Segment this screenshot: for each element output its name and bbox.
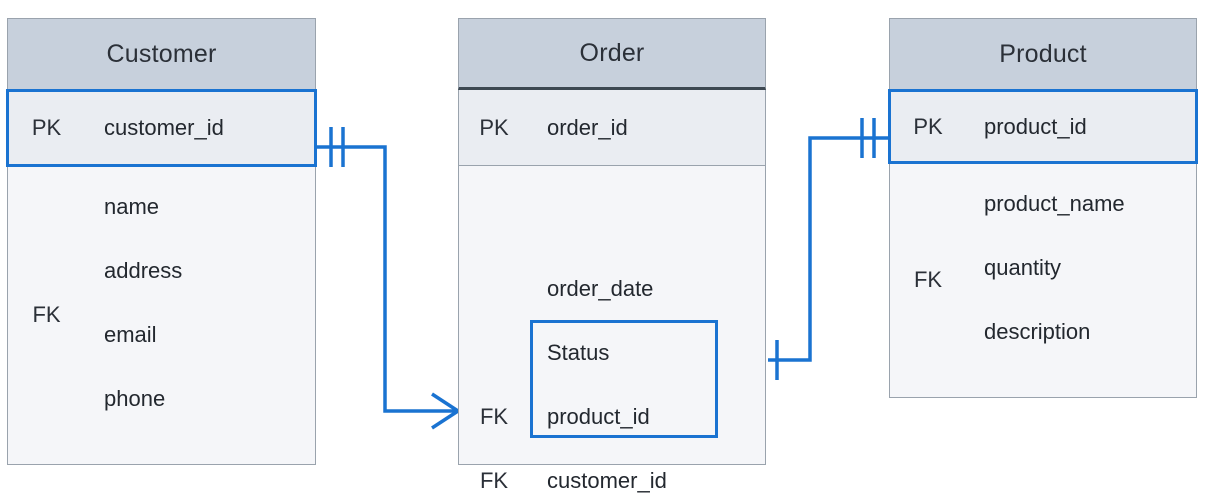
entity-order-attribute-order-date[interactable]: order_date: [547, 276, 654, 301]
entity-order-fk-section: [459, 166, 765, 464]
entity-order-header: Order: [458, 18, 766, 90]
entity-order-body: PK order_id order_date Status FK product…: [458, 90, 766, 493]
entity-product-pk-tag: PK: [913, 113, 943, 139]
entity-order-title: Order: [579, 38, 645, 67]
entity-order-attribute-customer-id[interactable]: customer_id: [547, 468, 667, 493]
entity-customer[interactable]: Customer PK customer_id FK name address …: [6, 18, 317, 465]
entity-customer-attribute-name[interactable]: name: [104, 194, 160, 219]
entity-order-fk-tag-2: FK: [479, 468, 509, 493]
entity-customer-attribute-address[interactable]: address: [104, 258, 183, 283]
entity-customer-attribute-email[interactable]: email: [104, 322, 157, 347]
entity-customer-fk-tag: FK: [32, 302, 61, 327]
entity-order-pk-tag: PK: [479, 115, 509, 140]
entity-product-fk-tag: FK: [913, 267, 943, 292]
entity-product-attribute-quantity[interactable]: quantity: [984, 255, 1062, 280]
relationship-customer-order[interactable]: [316, 127, 459, 430]
entity-customer-pk-tag: PK: [31, 115, 62, 140]
entity-order-fk-tag-1: FK: [479, 404, 509, 429]
entity-customer-fk-section: [8, 166, 315, 464]
entity-product[interactable]: Product PK product_id FK product_name qu…: [888, 18, 1198, 398]
entity-order-attribute-status[interactable]: Status: [547, 340, 610, 365]
entity-product-fk-section: [890, 163, 1196, 397]
entity-product-title: Product: [999, 39, 1087, 68]
entity-product-pk-row[interactable]: [890, 90, 1196, 163]
entity-order[interactable]: Order PK order_id order_date Status FK p…: [458, 18, 766, 493]
entity-product-body: PK product_id FK product_name quantity d…: [889, 90, 1197, 398]
entity-customer-header: Customer: [7, 18, 316, 90]
entity-product-pk-attribute[interactable]: product_id: [984, 113, 1087, 139]
relationship-product-order[interactable]: [768, 118, 889, 380]
entity-customer-body: PK customer_id FK name address email pho…: [7, 90, 316, 465]
crows-foot-many: [431, 392, 459, 430]
entity-customer-title: Customer: [106, 39, 217, 68]
entity-order-attribute-product-id[interactable]: product_id: [547, 404, 650, 429]
relationship-connectors: [316, 118, 889, 430]
entity-order-pk-attribute[interactable]: order_id: [547, 115, 628, 140]
entity-customer-attribute-phone[interactable]: phone: [104, 386, 166, 411]
entity-product-attribute-product-name[interactable]: product_name: [984, 191, 1125, 216]
entity-order-pk-row[interactable]: [459, 90, 765, 166]
entity-product-header: Product: [889, 18, 1197, 90]
er-diagram-canvas: Customer PK customer_id FK name address …: [6, 18, 1198, 493]
entity-product-attribute-description[interactable]: description: [984, 319, 1091, 344]
entity-customer-pk-attribute[interactable]: customer_id: [104, 115, 224, 140]
